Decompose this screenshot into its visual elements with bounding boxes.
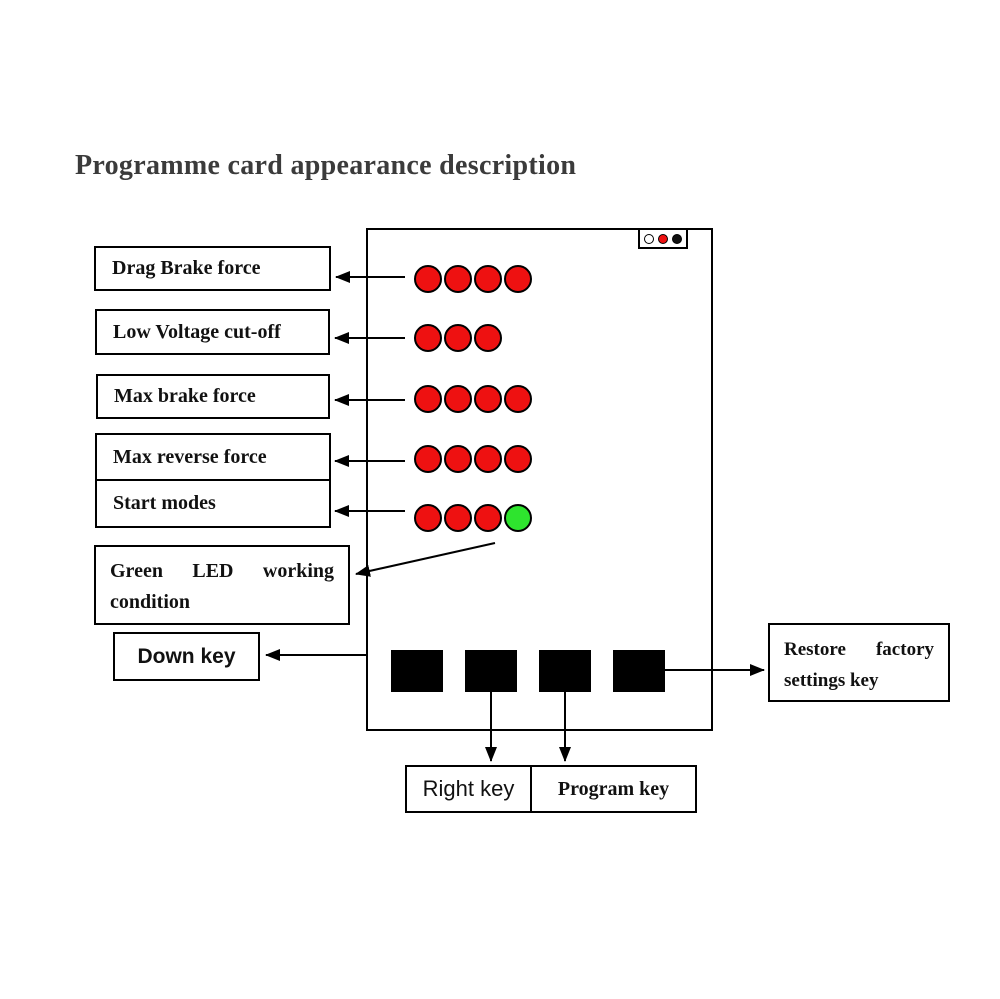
red-led <box>444 445 472 473</box>
label-start-modes: Start modes <box>95 479 331 528</box>
label-restore-factory-settings-key: Restore factory settings key <box>768 623 950 702</box>
right-key-button <box>465 650 517 692</box>
red-led <box>444 324 472 352</box>
red-led <box>504 385 532 413</box>
label-text: Max reverse force <box>113 445 267 468</box>
down-key-button <box>391 650 443 692</box>
red-led <box>414 265 442 293</box>
label-drag-brake-force: Drag Brake force <box>94 246 331 291</box>
led-row-start-modes <box>414 504 534 532</box>
programme-card-outline <box>366 228 713 731</box>
white-dot <box>644 233 654 244</box>
label-text: Low Voltage cut-off <box>113 320 281 343</box>
label-right-key: Right key <box>405 765 532 813</box>
red-led <box>504 265 532 293</box>
led-row-max-brake <box>414 385 534 413</box>
red-led <box>414 324 442 352</box>
red-led <box>474 385 502 413</box>
red-led <box>414 445 442 473</box>
red-led <box>414 504 442 532</box>
green-led <box>504 504 532 532</box>
label-max-brake-force: Max brake force <box>96 374 330 419</box>
red-led <box>504 445 532 473</box>
status-indicator-window <box>638 228 688 249</box>
red-led <box>474 504 502 532</box>
red-led <box>474 445 502 473</box>
red-dot <box>658 233 668 244</box>
led-row-drag-brake <box>414 265 534 293</box>
led-row-low-voltage <box>414 324 504 352</box>
program-key-button <box>539 650 591 692</box>
label-program-key: Program key <box>530 765 697 813</box>
red-led <box>444 265 472 293</box>
restore-key-button <box>613 650 665 692</box>
red-led <box>444 504 472 532</box>
label-text: Start modes <box>113 492 216 514</box>
label-low-voltage-cutoff: Low Voltage cut-off <box>95 309 330 355</box>
page-title: Programme card appearance description <box>75 150 577 181</box>
label-green-led-working-condition: Green LED working condition <box>94 545 350 625</box>
led-row-max-reverse <box>414 445 534 473</box>
red-led <box>444 385 472 413</box>
label-text: Max brake force <box>114 385 256 407</box>
label-max-reverse-force: Max reverse force <box>95 433 331 481</box>
red-led <box>474 265 502 293</box>
label-down-key: Down key <box>113 632 260 681</box>
red-led <box>414 385 442 413</box>
red-led <box>474 324 502 352</box>
label-text: Drag Brake force <box>112 257 261 279</box>
black-dot <box>672 233 682 244</box>
